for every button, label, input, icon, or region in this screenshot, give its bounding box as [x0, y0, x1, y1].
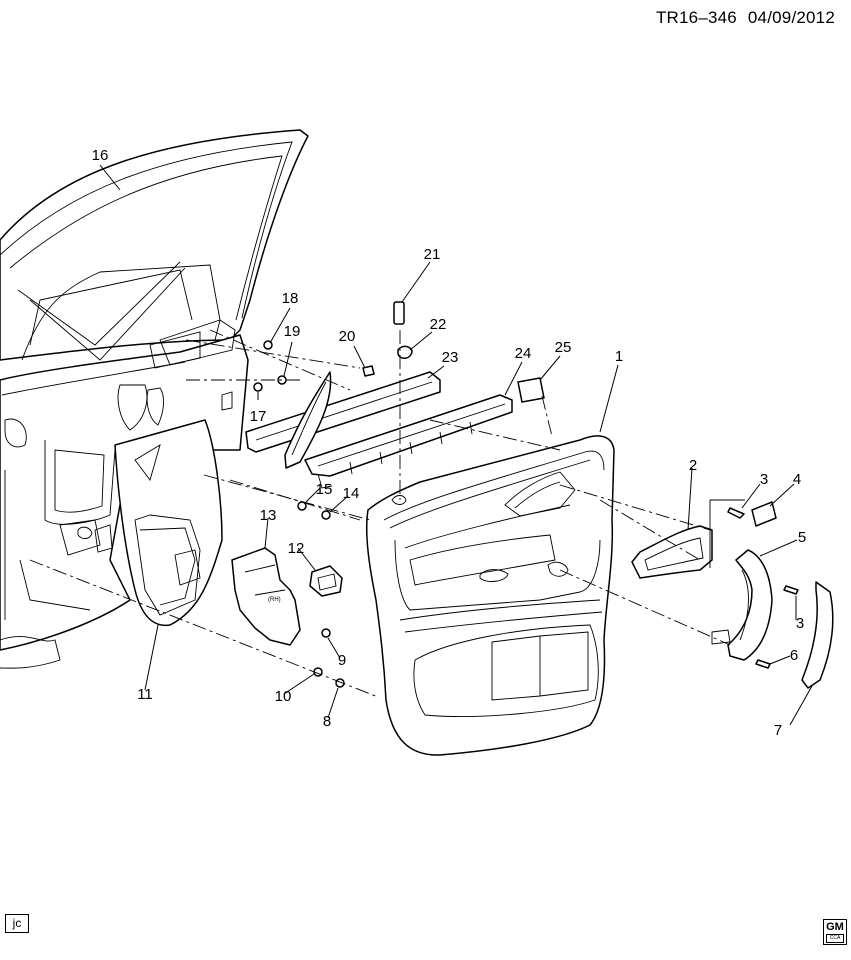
gm-logo-text: GM	[826, 921, 844, 933]
callout-5[interactable]: 5	[798, 529, 806, 546]
gm-logo: GM CCA	[823, 919, 847, 945]
drawing-date: 04/09/2012	[747, 8, 835, 27]
fastener-20	[362, 365, 375, 377]
callout-12[interactable]: 12	[288, 540, 305, 557]
screw-3b	[783, 585, 799, 595]
callout-16[interactable]: 16	[92, 147, 109, 164]
callout-14[interactable]: 14	[343, 485, 360, 502]
callout-23[interactable]: 23	[442, 349, 459, 366]
callout-24[interactable]: 24	[515, 345, 532, 362]
callout-10[interactable]: 10	[275, 688, 292, 705]
screw-6	[755, 659, 771, 669]
fastener-17	[253, 382, 263, 392]
callout-9[interactable]: 9	[338, 652, 346, 669]
callout-4[interactable]: 4	[793, 471, 801, 488]
handle-bezel	[631, 525, 713, 579]
drawing-header: TR16–346 04/09/2012	[650, 8, 835, 28]
fastener-9	[321, 628, 331, 638]
callouts: 16 18 19 17 20 21 22 23 24 25 1 2 3 4 5 …	[92, 147, 807, 739]
callout-25[interactable]: 25	[555, 339, 572, 356]
callout-21[interactable]: 21	[424, 246, 441, 263]
pull-cup-trim	[801, 581, 834, 689]
callout-3a[interactable]: 3	[760, 471, 768, 488]
callout-11[interactable]: 11	[137, 686, 153, 703]
water-deflector	[94, 419, 223, 626]
callout-2[interactable]: 2	[689, 457, 697, 474]
door-trim-panel	[365, 435, 615, 756]
fastener-21	[393, 301, 405, 325]
callout-17[interactable]: 17	[250, 408, 267, 425]
armrest-bracket	[711, 549, 773, 661]
callout-19[interactable]: 19	[284, 323, 301, 340]
callout-1[interactable]: 1	[615, 348, 623, 365]
callout-13[interactable]: 13	[260, 507, 277, 524]
callout-6[interactable]: 6	[790, 647, 798, 664]
gm-logo-sub: CCA	[826, 934, 844, 943]
callout-22[interactable]: 22	[430, 316, 447, 333]
clip-4	[751, 501, 777, 527]
callout-18[interactable]: 18	[282, 290, 299, 307]
fasteners	[253, 301, 799, 688]
door-frame	[0, 129, 309, 669]
window-switch	[309, 565, 343, 597]
trim-rail	[245, 371, 513, 489]
callout-20[interactable]: 20	[339, 328, 356, 345]
callout-7[interactable]: 7	[774, 722, 782, 739]
callout-15[interactable]: 15	[316, 481, 333, 498]
fastener-14	[321, 510, 331, 520]
insulator-module: (RH)	[231, 547, 301, 646]
insulator-label: (RH)	[268, 597, 281, 603]
block-25	[517, 377, 545, 403]
leader-lines	[29, 164, 813, 726]
drafter-initials: jc	[5, 914, 29, 933]
callout-3b[interactable]: 3	[796, 615, 804, 632]
screw-3a	[727, 507, 745, 519]
drawing-id: TR16–346	[655, 8, 737, 27]
callout-8[interactable]: 8	[323, 713, 331, 730]
